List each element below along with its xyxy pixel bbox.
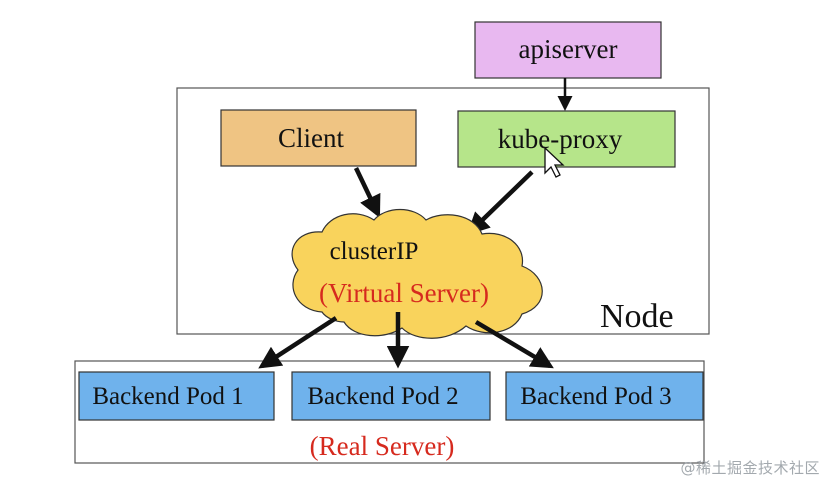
backend-pod-2-box [291, 371, 491, 421]
client-label: Client [278, 123, 344, 153]
backend-pod-2-label: Backend Pod 2 [307, 383, 458, 410]
edge-kube-proxy-to-cluster-ip [466, 170, 534, 236]
kube-proxy-label: kube-proxy [498, 124, 623, 154]
real-server-label: (Real Server) [310, 431, 455, 461]
backend-pod-3-label: Backend Pod 3 [520, 383, 671, 410]
edge-client-to-cluster-ip [353, 167, 381, 219]
edge-cluster-ip-to-pod-1 [258, 316, 338, 369]
mouse-cursor-icon [544, 146, 565, 178]
kube-proxy-box [457, 110, 676, 168]
virtual-server-label: (Virtual Server) [319, 278, 489, 308]
watermark: @稀土掘金技术社区 [680, 459, 820, 477]
apiserver-label: apiserver [519, 34, 618, 64]
backend-pod-1-label: Backend Pod 1 [92, 383, 243, 410]
cluster-ip-cloud [291, 209, 543, 339]
backend-pod-3-box [505, 371, 704, 421]
backend-pod-1-box [78, 371, 275, 421]
edge-cluster-ip-to-pod-3 [474, 320, 554, 369]
node-label: Node [600, 298, 674, 335]
client-box [220, 109, 417, 167]
cluster-ip-label: clusterIP [330, 238, 419, 265]
apiserver-box [474, 21, 662, 79]
